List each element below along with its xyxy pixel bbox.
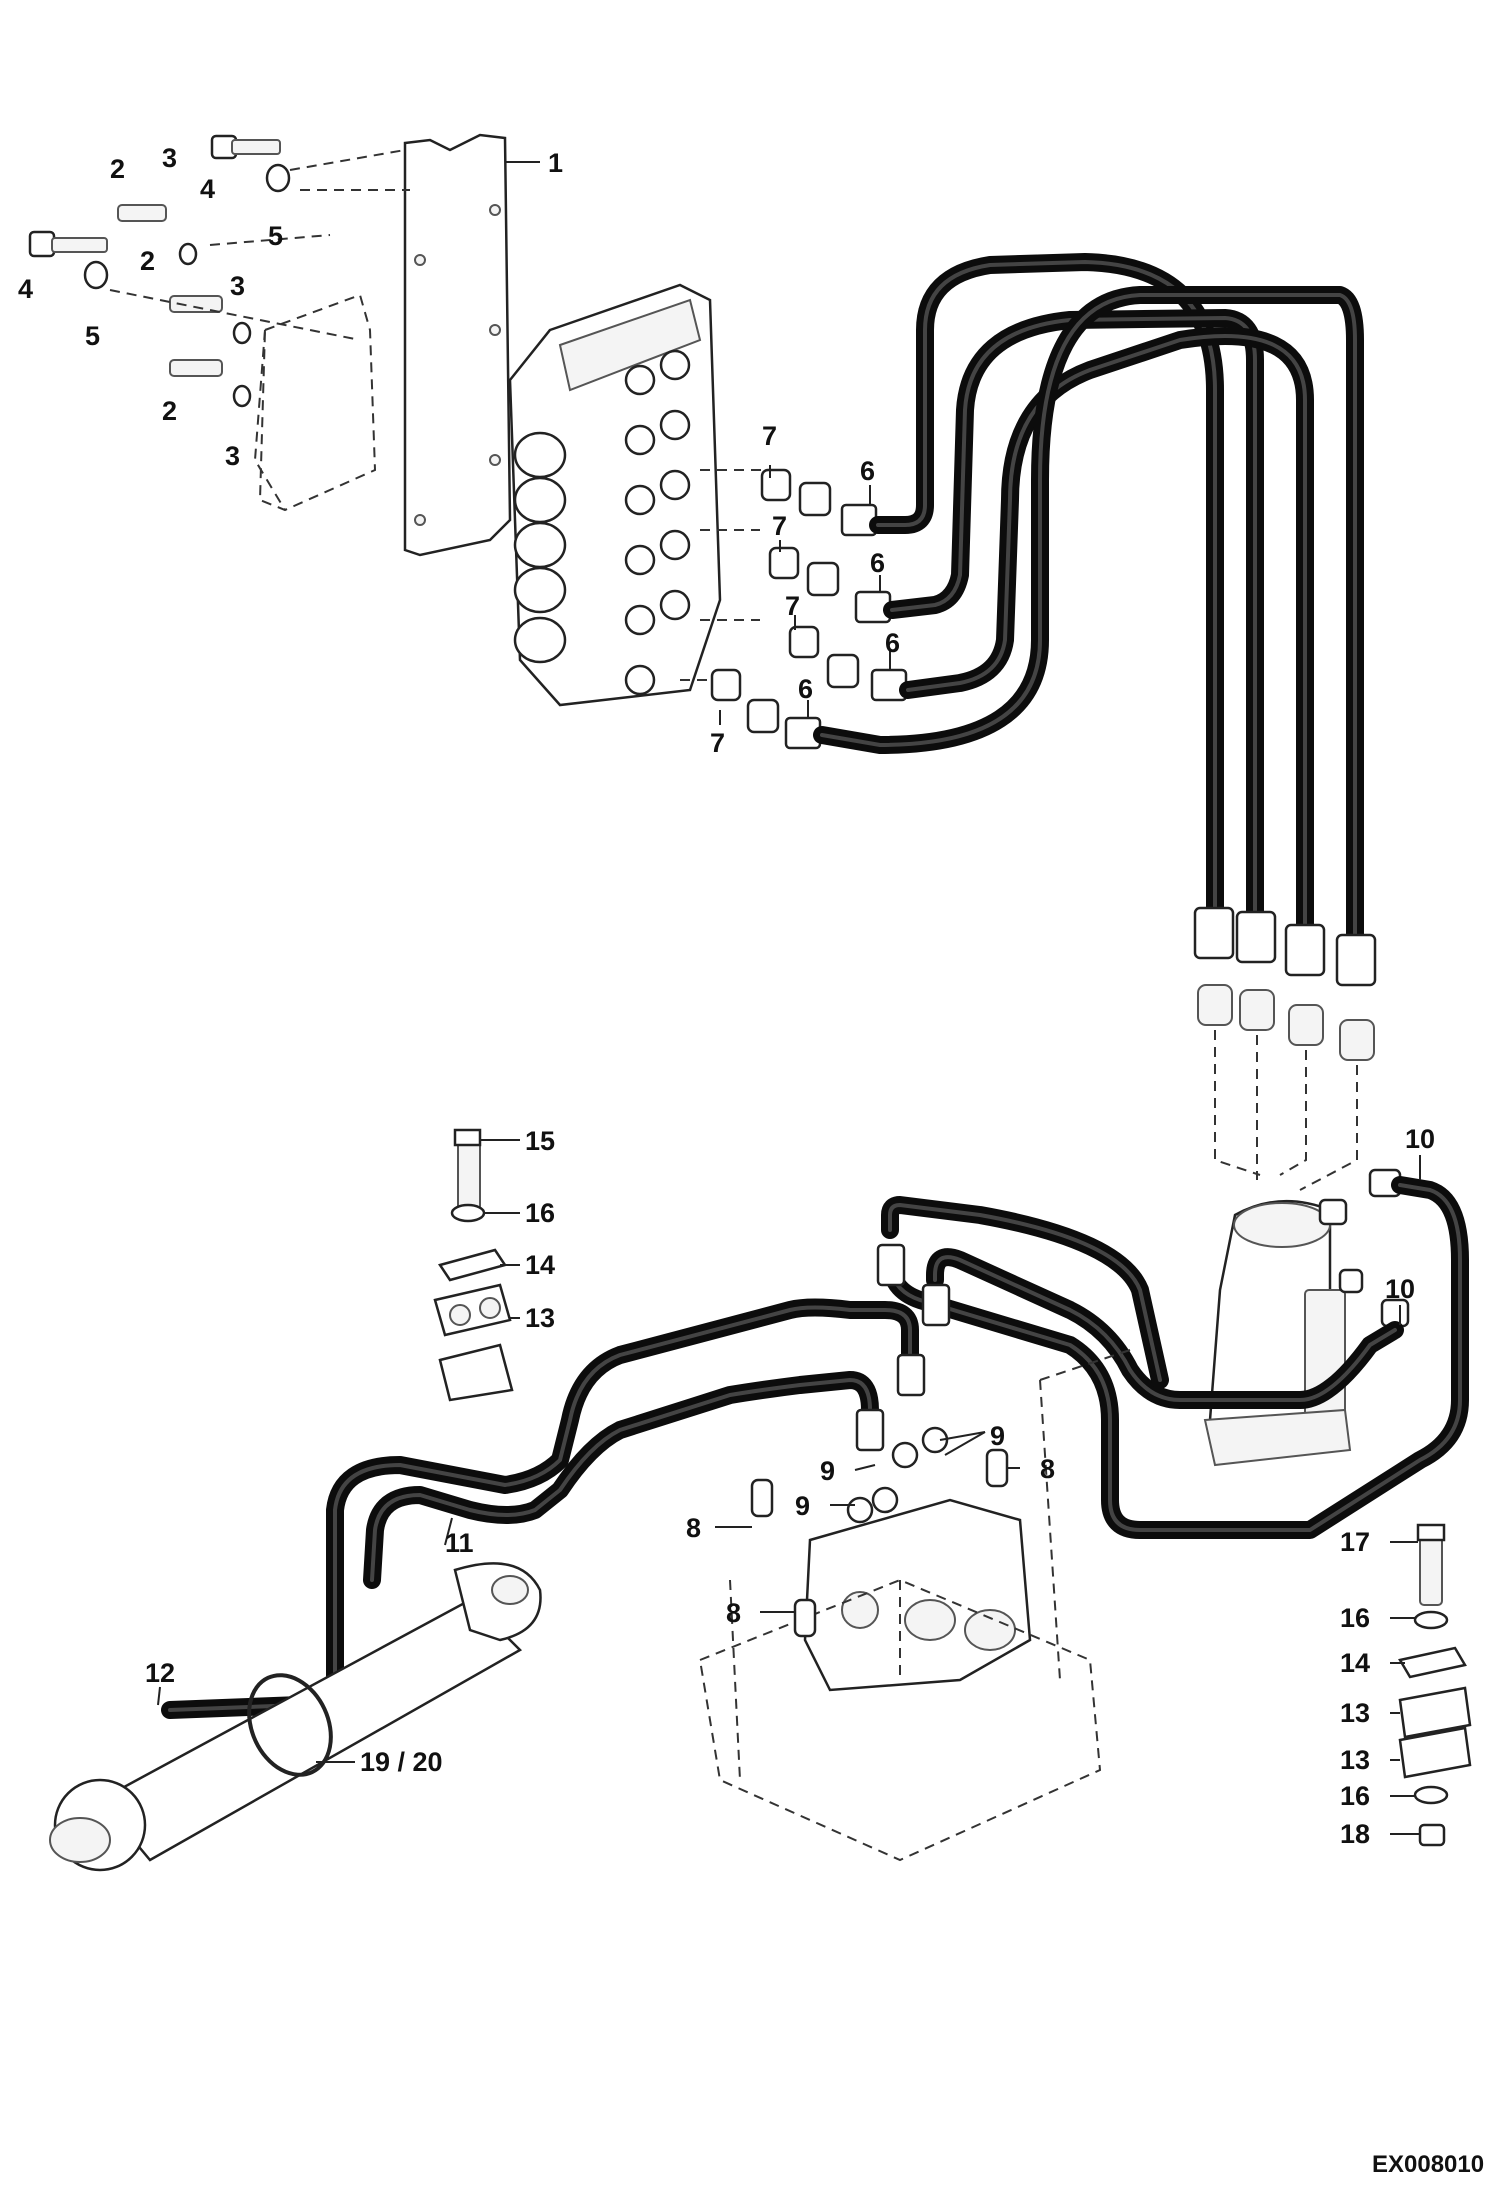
callout-14: 14 — [1340, 1648, 1370, 1678]
upper-hoses — [813, 253, 1364, 954]
callout-8: 8 — [686, 1513, 701, 1543]
leader-lines — [157, 161, 1421, 1835]
callout-14: 14 — [525, 1250, 555, 1280]
clamp-assembly-left — [433, 1128, 514, 1402]
callout-3: 3 — [225, 441, 240, 471]
callout-13: 13 — [1340, 1745, 1370, 1775]
callout-19-20: 19 / 20 — [360, 1747, 443, 1777]
callout-16: 16 — [1340, 1603, 1370, 1633]
valve-bracket — [253, 293, 377, 512]
valve-ports — [624, 349, 691, 696]
callout-12: 12 — [145, 1658, 175, 1688]
callout-16: 16 — [525, 1198, 555, 1228]
screw — [117, 204, 167, 222]
callout-9: 9 — [795, 1491, 810, 1521]
callout-7: 7 — [710, 728, 725, 758]
mounting-plate — [289, 133, 512, 557]
callout-6: 6 — [870, 548, 885, 578]
callout-6: 6 — [798, 674, 813, 704]
callout-13: 13 — [1340, 1698, 1370, 1728]
callout-2: 2 — [140, 246, 155, 276]
auxiliary-valve — [803, 1426, 1032, 1692]
callout-18: 18 — [1340, 1819, 1370, 1849]
callout-6: 6 — [885, 628, 900, 658]
main-control-valve — [508, 283, 770, 707]
callout-6: 6 — [860, 456, 875, 486]
callout-11: 11 — [445, 1528, 474, 1558]
callout-8: 8 — [1040, 1454, 1055, 1484]
screw — [169, 295, 223, 313]
callout-2: 2 — [110, 154, 125, 184]
lock-washer — [178, 242, 198, 266]
adapter-fittings-upper — [710, 468, 860, 734]
drawing-code: EX008010 — [1372, 2151, 1484, 2178]
callout-9: 9 — [820, 1456, 835, 1486]
screw-set-top-left — [28, 134, 361, 408]
rotary-joint — [1203, 1199, 1352, 1467]
callout-13: 13 — [525, 1303, 555, 1333]
bolt — [210, 134, 281, 160]
callout-5: 5 — [85, 321, 100, 351]
screw — [169, 359, 223, 377]
lower-hoses — [161, 1176, 1469, 1719]
lock-washer — [232, 321, 252, 345]
callout-16: 16 — [1340, 1781, 1370, 1811]
callout-7: 7 — [762, 421, 777, 451]
callout-7: 7 — [772, 511, 787, 541]
callout-2: 2 — [162, 396, 177, 426]
bolt — [28, 230, 108, 258]
callout-10: 10 — [1385, 1274, 1415, 1304]
callout-3: 3 — [230, 271, 245, 301]
hydraulic-cylinder — [49, 1562, 542, 1872]
washer — [83, 260, 109, 290]
callout-3: 3 — [162, 143, 177, 173]
callout-4: 4 — [200, 174, 215, 204]
callout-8: 8 — [726, 1598, 741, 1628]
callout-17: 17 — [1340, 1527, 1370, 1557]
valve-spools — [513, 431, 567, 664]
callout-15: 15 — [525, 1126, 555, 1156]
callout-4: 4 — [18, 274, 33, 304]
rotary-fittings — [1318, 1168, 1410, 1328]
lock-washer — [232, 384, 252, 408]
callout-10: 10 — [1405, 1124, 1435, 1154]
hose-clamp-ring — [247, 1673, 333, 1777]
valve-base-frame — [698, 1349, 1131, 1862]
clamp-assembly-right — [1398, 1523, 1472, 1847]
callout-7: 7 — [785, 591, 800, 621]
callout-5: 5 — [268, 221, 283, 251]
bolts-8 — [750, 1448, 1009, 1638]
callout-9: 9 — [990, 1421, 1005, 1451]
callout-labels: 1 2 2 2 3 3 3 4 4 5 5 6 6 6 6 7 7 7 7 8 … — [18, 143, 1435, 1849]
callout-1: 1 — [548, 148, 563, 178]
hose-end-fittings-vertical — [1193, 906, 1377, 1191]
lower-hose-fittings — [855, 1243, 951, 1452]
washer — [265, 163, 291, 193]
